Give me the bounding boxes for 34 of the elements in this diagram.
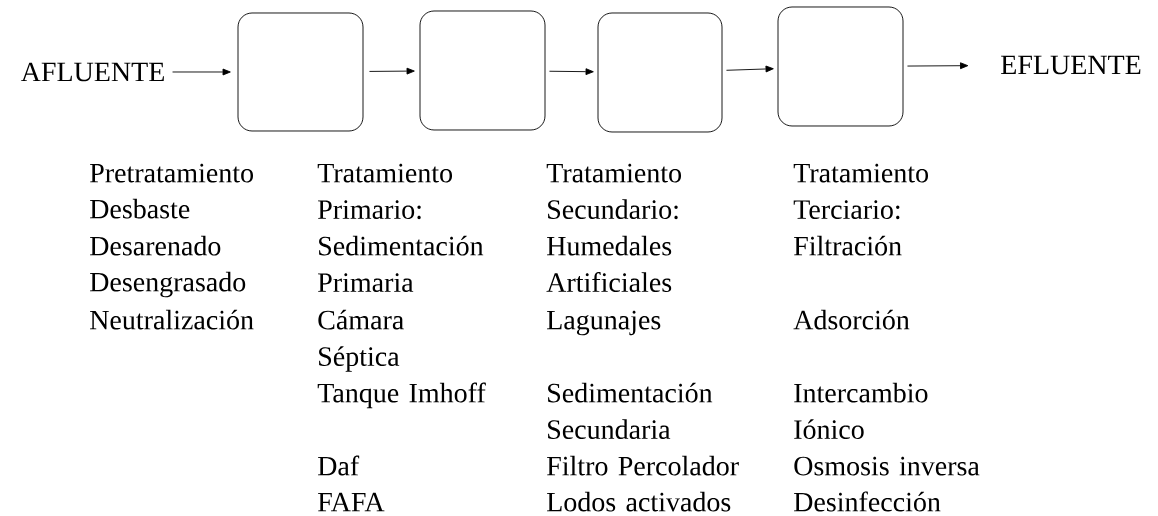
treatment-label: Daf <box>318 455 360 476</box>
treatment-label: Tratamiento Terciario: <box>793 163 929 220</box>
treatment-label: Desengrasado <box>90 271 246 298</box>
treatment-label: Desarenado <box>90 235 221 256</box>
treatment-label: Desbaste <box>90 198 190 219</box>
arrow <box>549 68 594 76</box>
process-box <box>419 10 546 131</box>
arrow <box>172 68 231 76</box>
treatment-label: Humedales Artificiales <box>546 235 672 292</box>
treatment-label: Sedimentación Primaria <box>318 235 484 292</box>
process-box <box>597 12 723 133</box>
treatment-label: Tratamiento Secundario: <box>546 163 682 220</box>
flow-label: EFLUENTE <box>1001 55 1141 75</box>
treatment-label: Sedimentación Secundaria <box>548 382 713 439</box>
treatment-label: Tanque Imhoff <box>317 382 486 409</box>
treatment-label: Adsorción <box>793 309 910 330</box>
treatment-label: Filtro Percolador <box>547 455 739 476</box>
treatment-label: Intercambio Iónico <box>794 382 928 439</box>
treatment-label: Desinfección <box>794 491 941 512</box>
process-box <box>777 6 904 127</box>
treatment-label: Lagunajes <box>547 310 661 336</box>
treatment-label: Osmosis inversa <box>794 456 980 476</box>
arrow <box>369 67 415 75</box>
treatment-label: Lodos activados <box>547 491 731 512</box>
treatment-label: Filtración <box>794 235 902 256</box>
process-box <box>237 12 364 132</box>
flow-label: AFLUENTE <box>20 62 164 82</box>
treatment-label: FAFA <box>318 492 385 512</box>
arrow <box>726 65 774 73</box>
treatment-label: Tratamiento Primario: <box>317 163 453 220</box>
treatment-label: Neutralización <box>90 309 254 330</box>
arrow <box>907 62 969 70</box>
treatment-label: Pretratamiento <box>90 163 253 183</box>
treatment-label: Cámara Séptica <box>318 309 404 372</box>
